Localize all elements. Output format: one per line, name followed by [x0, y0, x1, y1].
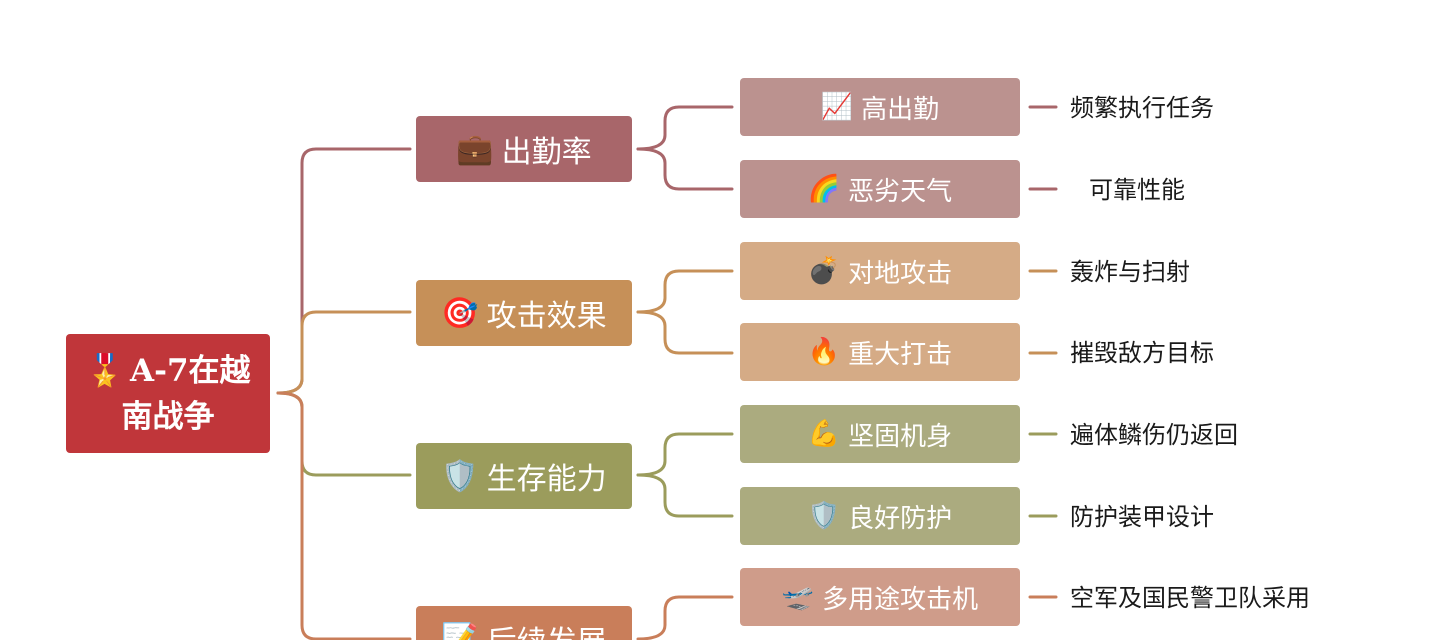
- branch-leaf-link: [636, 473, 734, 518]
- leaf-sturdy-airframe[interactable]: 💪坚固机身: [740, 405, 1020, 463]
- leaf-label: 良好防护: [848, 503, 953, 534]
- leaf-label: 恶劣天气: [848, 176, 953, 207]
- root-title-text-1: A-7在越: [130, 352, 251, 389]
- branch-label: 生存能力: [486, 462, 607, 497]
- target-icon: 🎯: [441, 295, 479, 331]
- root-branch-link: [276, 391, 412, 477]
- fire-icon: 🔥: [807, 337, 841, 367]
- branch-label: 后续发展: [487, 617, 607, 640]
- shield-icon: 🛡️: [807, 501, 841, 531]
- branch-leaf-link: [636, 595, 734, 640]
- root-branch-link: [276, 391, 412, 640]
- leaf-note: 可靠性能: [1089, 176, 1185, 204]
- root-branch-link: [276, 147, 412, 395]
- leaf-bad-weather[interactable]: 🌈恶劣天气: [740, 160, 1020, 218]
- leaf-note: 空军及国民警卫队采用: [1070, 584, 1310, 612]
- branch-attendance[interactable]: 💼出勤率: [416, 116, 632, 182]
- branch-survivability[interactable]: 🛡️生存能力: [416, 443, 632, 509]
- memo-icon: 📝: [441, 621, 479, 640]
- leaf-note: 遍体鳞伤仍返回: [1070, 421, 1238, 449]
- branch-leaf-link: [636, 105, 734, 151]
- leaf-multirole-attack-aircraft[interactable]: 🛫多用途攻击机: [740, 568, 1020, 626]
- chart-increasing-icon: 📈: [820, 92, 854, 122]
- branch-later-development[interactable]: 📝 后续发展: [416, 606, 632, 640]
- flexed-biceps-icon: 💪: [807, 419, 841, 449]
- briefcase-icon: 💼: [456, 131, 494, 167]
- root-title-line-1: 🎖️A-7在越: [85, 348, 250, 394]
- branch-label: 攻击效果: [486, 299, 607, 334]
- branch-leaf-link: [636, 269, 734, 314]
- rainbow-icon: 🌈: [807, 174, 841, 204]
- leaf-note: 频繁执行任务: [1070, 94, 1214, 122]
- airplane-departure-icon: 🛫: [781, 582, 815, 612]
- bomb-icon: 💣: [807, 256, 841, 286]
- leaf-note: 防护装甲设计: [1070, 503, 1214, 531]
- leaf-label: 重大打击: [848, 339, 953, 370]
- leaf-high-sortie[interactable]: 📈高出勤: [740, 78, 1020, 136]
- root-title-line-2: 南战争: [121, 398, 215, 435]
- leaf-major-strike[interactable]: 🔥重大打击: [740, 323, 1020, 381]
- shield-icon: 🛡️: [441, 458, 479, 494]
- leaf-label: 对地攻击: [848, 258, 953, 289]
- root-branch-link: [276, 310, 412, 395]
- branch-attack-effect[interactable]: 🎯攻击效果: [416, 280, 632, 346]
- leaf-note: 轰炸与扫射: [1070, 258, 1190, 286]
- leaf-label: 高出勤: [861, 94, 940, 125]
- leaf-note: 摧毁敌方目标: [1070, 339, 1214, 367]
- branch-leaf-link: [636, 310, 734, 355]
- branch-leaf-link: [636, 432, 734, 477]
- leaf-label: 多用途攻击机: [822, 584, 979, 615]
- leaf-good-protection[interactable]: 🛡️良好防护: [740, 487, 1020, 545]
- root-node[interactable]: 🎖️A-7在越 南战争: [66, 334, 270, 453]
- leaf-ground-attack[interactable]: 💣对地攻击: [740, 242, 1020, 300]
- branch-label: 出勤率: [501, 135, 592, 170]
- branch-leaf-link: [636, 147, 734, 191]
- leaf-label: 坚固机身: [848, 421, 953, 452]
- medal-icon: 🎖️: [85, 352, 125, 389]
